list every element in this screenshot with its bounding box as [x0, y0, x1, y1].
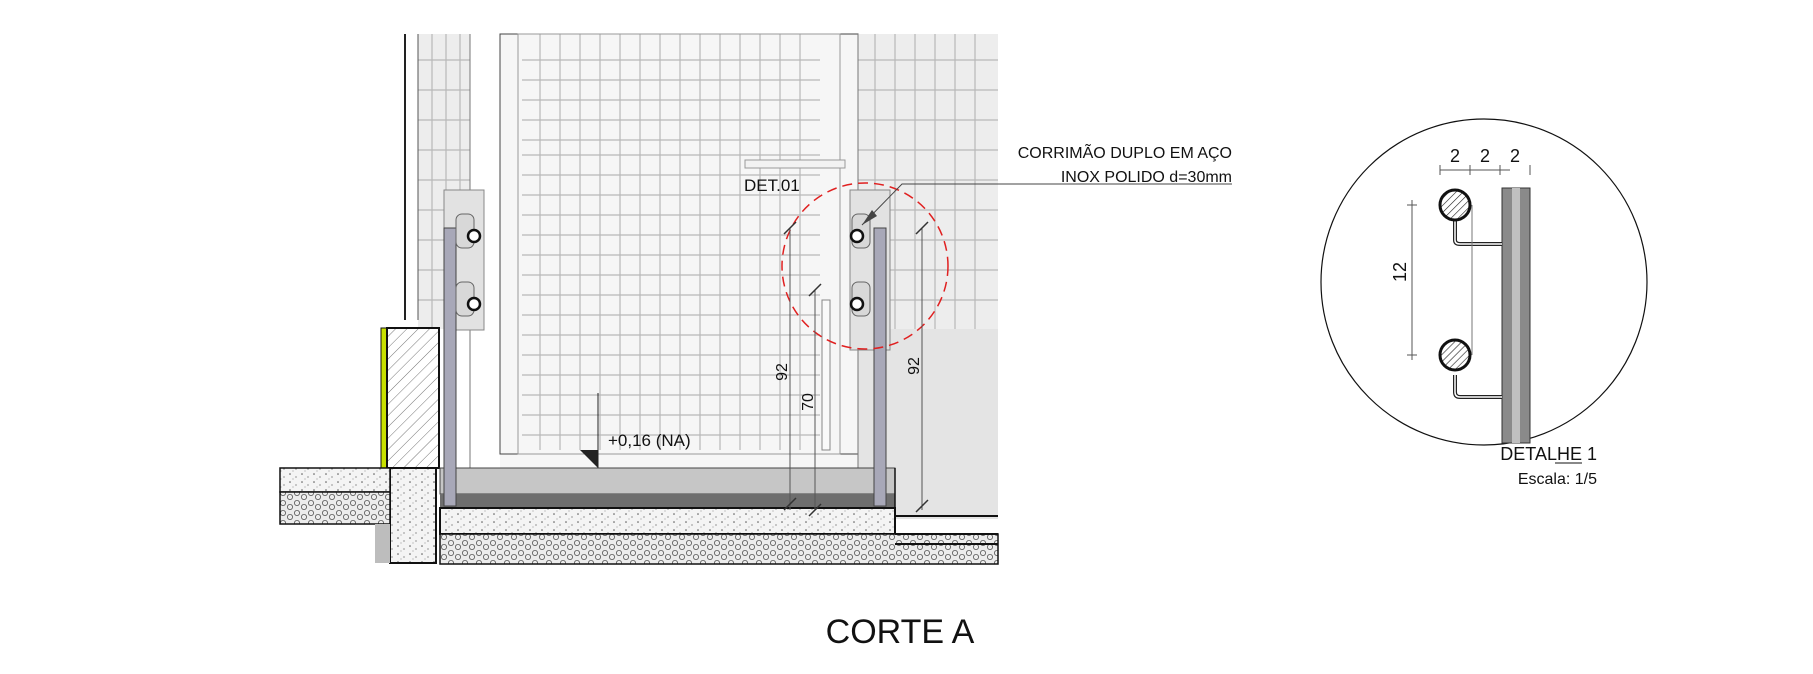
right-rail-top: [849, 228, 865, 244]
detail-rail-top: [1438, 188, 1472, 222]
handrail-note-leader: [861, 183, 1232, 226]
dim-tick-3: [783, 497, 797, 511]
exterior-base: [375, 524, 390, 563]
leader-arrowhead: [862, 210, 877, 225]
dim-label-right-92: 92: [906, 357, 923, 375]
detail-dim-c: 2: [1510, 146, 1520, 166]
right-handrail-post: [873, 227, 887, 507]
dim-tick-5: [915, 221, 929, 235]
foundation-column: [389, 467, 437, 564]
detail-bracket-bottom-inner: [1454, 375, 1502, 398]
dim-tick-1: [783, 221, 797, 235]
handrail-note-line2: INOX POLIDO d=30mm: [1061, 169, 1232, 186]
detail-bracket-top-inner: [1454, 220, 1502, 245]
section-title: CORTE A: [826, 613, 975, 651]
section-drawing: DET.01 CORRIMÃO DUPLO EM AÇO INOX POLIDO…: [279, 33, 1232, 651]
door-pull-handle: [821, 299, 831, 451]
detail-dim-height: 12: [1390, 262, 1410, 282]
level-mark-label: +0,16 (NA): [608, 431, 691, 450]
detail-1: 2 2 2 12 DETALHE 1 Escala: 1/5: [1320, 118, 1648, 488]
level-marker-triangle: [580, 450, 598, 468]
handrail-note-line1: CORRIMÃO DUPLO EM AÇO: [1018, 142, 1232, 162]
detail-post-highlight: [1512, 188, 1520, 443]
floor-screed: [440, 494, 895, 508]
right-rail-bottom: [849, 296, 865, 312]
floor-finish: [439, 467, 896, 495]
masonry-wall: [386, 327, 440, 469]
floor-slab: [439, 507, 896, 535]
floor-gravel: [439, 533, 999, 565]
detail-callout-circle: [781, 182, 949, 350]
door-closer-arm: [744, 159, 846, 169]
left-handrail-post: [443, 227, 457, 507]
detail-dim-a: 2: [1450, 146, 1460, 166]
detail-rail-bottom: [1438, 338, 1472, 372]
detail-scale: Escala: 1/5: [1518, 471, 1597, 488]
detail-circle: [1320, 118, 1648, 446]
detail-dim-b: 2: [1480, 146, 1490, 166]
detail-reference-label: DET.01: [744, 176, 800, 195]
dim-tick-4: [808, 503, 822, 517]
door-grid: [522, 34, 820, 450]
left-rail-bottom: [466, 296, 482, 312]
detail-title: DETALHE 1: [1500, 444, 1597, 464]
dim-label-70: 70: [800, 393, 817, 411]
door-inner-frame: [517, 33, 841, 455]
exterior-slab-top: [279, 467, 391, 493]
dim-tick-6: [915, 499, 929, 513]
exterior-gravel: [279, 491, 391, 525]
dim-tick-2: [808, 283, 822, 297]
dim-label-left-92: 92: [774, 363, 791, 381]
left-rail-top: [466, 228, 482, 244]
